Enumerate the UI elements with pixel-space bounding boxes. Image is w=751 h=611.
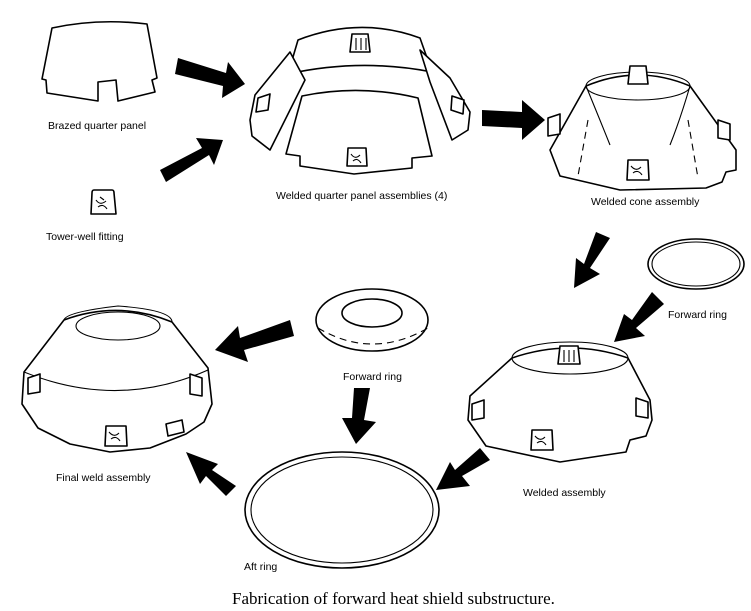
label-welded-quarter-panel-assemblies: Welded quarter panel assemblies (4) bbox=[276, 190, 447, 202]
arrow-centerring-to-final bbox=[215, 320, 294, 362]
label-forward-ring-right: Forward ring bbox=[668, 309, 727, 321]
tower-well-fitting bbox=[90, 189, 117, 215]
arrow-panel-to-assemblies bbox=[175, 58, 245, 98]
aft-ring bbox=[244, 451, 440, 569]
forward-ring-right bbox=[647, 238, 745, 290]
welded-quarter-panel-assemblies bbox=[249, 26, 471, 175]
figure-caption: Fabrication of forward heat shield subst… bbox=[232, 589, 555, 608]
label-welded-cone-assembly: Welded cone assembly bbox=[591, 196, 700, 208]
arrow-fitting-to-assemblies bbox=[160, 138, 223, 182]
arrow-assemblies-to-cone bbox=[482, 100, 545, 140]
label-brazed-quarter-panel: Brazed quarter panel bbox=[48, 120, 146, 132]
label-aft-ring: Aft ring bbox=[244, 561, 277, 573]
arrow-ring-to-welded bbox=[614, 292, 664, 342]
final-weld-assembly bbox=[21, 305, 213, 453]
welded-cone-assembly bbox=[547, 65, 737, 191]
arrow-cone-to-welded bbox=[574, 232, 610, 288]
arrow-aftring-to-final bbox=[186, 452, 236, 496]
label-forward-ring-center: Forward ring bbox=[343, 371, 402, 383]
label-welded-assembly: Welded assembly bbox=[523, 487, 606, 499]
arrow-welded-to-aftring bbox=[436, 448, 490, 490]
label-tower-well-fitting: Tower-well fitting bbox=[46, 231, 124, 243]
brazed-quarter-panel bbox=[41, 20, 158, 102]
forward-ring-center bbox=[315, 288, 429, 352]
welded-assembly bbox=[467, 341, 653, 463]
flow-arrows bbox=[160, 58, 664, 496]
label-final-weld-assembly: Final weld assembly bbox=[56, 472, 151, 484]
arrow-centerring-to-aftring bbox=[342, 388, 376, 444]
